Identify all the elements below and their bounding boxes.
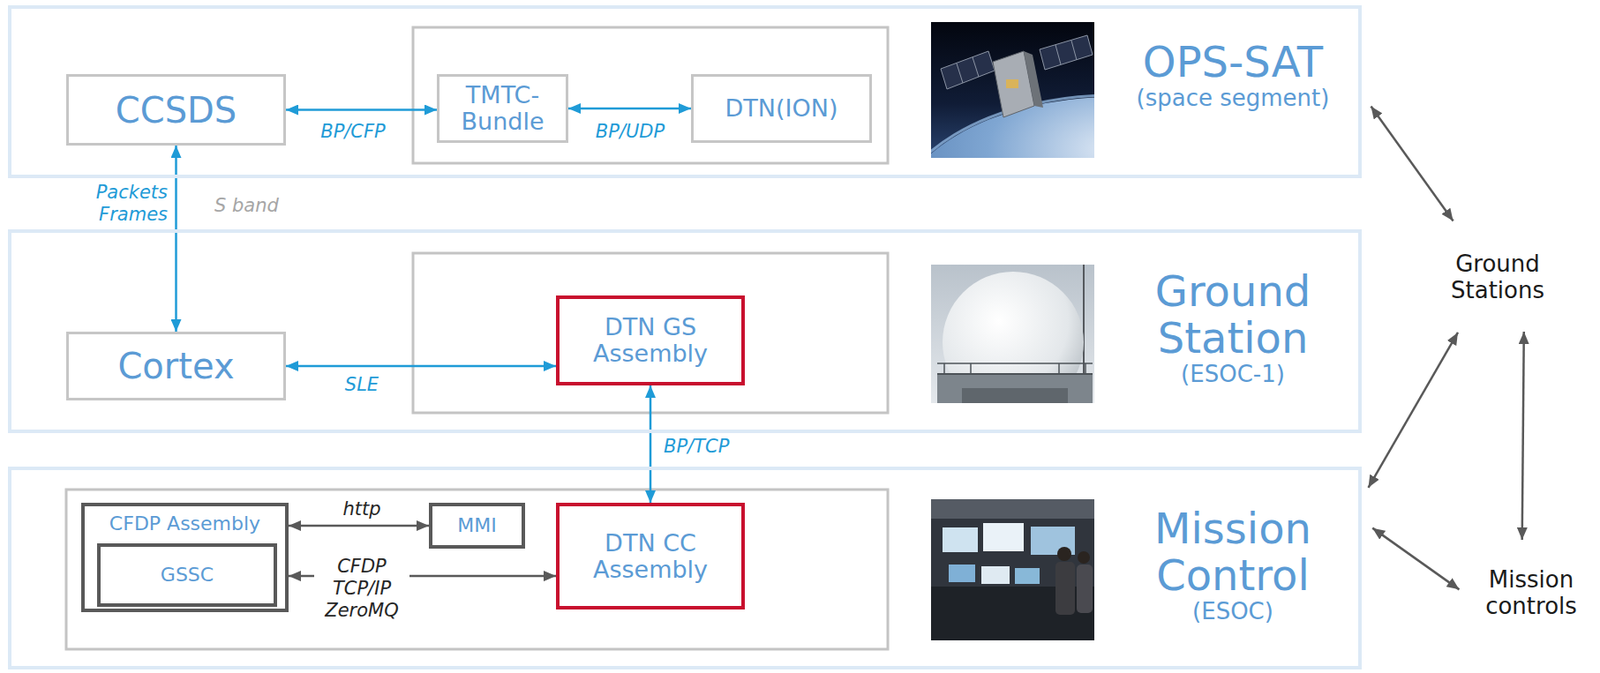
process-box: Cortex: [66, 331, 286, 401]
connector-label: BP/CFP: [320, 120, 386, 143]
link-note: S band: [214, 195, 279, 218]
connector-arrow: [288, 525, 429, 528]
box-label: CFDP Assembly: [109, 513, 261, 535]
connector-label: http: [342, 498, 381, 521]
connector-label: CFDP TCP/IP ZeroMQ: [314, 554, 410, 625]
box-label: Ground Stations: [1440, 251, 1555, 305]
box-label: MMI: [457, 515, 496, 537]
text-group: Mission Control(ESOC): [1109, 505, 1357, 624]
group-frame: [66, 489, 888, 650]
connector-label: Packets Frames: [79, 181, 168, 226]
box-label: GSSC: [160, 564, 214, 586]
text-group: CFDP Assembly: [109, 513, 261, 535]
swimlane-band: OPS-SAT(space segment) CCSDS TMTC- Bundle D…: [7, 5, 1362, 179]
assembly-box: CFDP AssemblyGSSC: [81, 503, 289, 613]
assembly-box: DTN GS Assembly: [555, 295, 745, 386]
box-label: Cortex: [117, 346, 234, 386]
text-group: CCSDS: [115, 90, 237, 130]
band-title: OPS-SAT: [1126, 38, 1339, 86]
connector-arrow: [1367, 332, 1458, 489]
process-box: GSSC: [97, 543, 278, 608]
band-title: Mission Control: [1126, 505, 1339, 600]
satellite-photo: [931, 22, 1095, 158]
text-group: DTN(ION): [725, 95, 839, 122]
connector-label: BP/TCP: [663, 435, 729, 459]
text-group: TMTC- Bundle: [454, 82, 552, 135]
swimlane-band: Mission Control(ESOC) CFDP AssemblyGSSC MM…: [7, 466, 1362, 670]
connector-arrow: [285, 108, 437, 112]
connector-arrow: [649, 385, 653, 504]
connector-arrow: [568, 107, 692, 111]
band-title: Ground Station: [1126, 268, 1339, 362]
group-frame: [413, 27, 888, 164]
connector-arrow: [1522, 331, 1525, 541]
band-subtitle: (ESOC): [1109, 599, 1357, 625]
text-group: Cortex: [117, 346, 234, 386]
process-box: TMTC- Bundle: [436, 74, 569, 143]
connector-label: SLE: [345, 374, 379, 397]
connector-arrow: [174, 145, 178, 332]
connector-label: BP/UDP: [595, 120, 665, 143]
swimlane-band: Ground Station(ESOC-1) Cortex DTN GS Assem…: [7, 229, 1362, 434]
box-label: DTN(ION): [725, 95, 839, 122]
box-label: DTN CC Assembly: [584, 530, 717, 583]
text-group: MMI: [457, 515, 496, 537]
process-box: DTN(ION): [691, 74, 872, 143]
band-subtitle: (space segment): [1109, 85, 1357, 112]
text-group: DTN CC Assembly: [584, 530, 717, 583]
control-room-photo: [931, 499, 1095, 641]
connector-arrow: [285, 365, 556, 369]
process-box: CCSDS: [66, 74, 286, 146]
process-box: MMI: [428, 503, 526, 549]
connector-arrow: [1370, 106, 1453, 222]
connector-arrow: [1372, 528, 1459, 591]
text-group: Ground Station(ESOC-1): [1109, 268, 1357, 387]
ground-station-photo: [931, 264, 1095, 404]
assembly-box: DTN CC Assembly: [555, 503, 745, 610]
text-group: GSSC: [160, 564, 214, 586]
text-group: DTN GS Assembly: [584, 314, 717, 367]
text-group: Ground Stations: [1440, 251, 1555, 305]
box-label: DTN GS Assembly: [584, 314, 717, 367]
text-group: OPS-SAT(space segment): [1109, 38, 1357, 111]
box-label: CCSDS: [115, 90, 237, 130]
band-subtitle: (ESOC-1): [1109, 361, 1357, 388]
text-group: Mission controls: [1473, 567, 1589, 621]
actor-label: Mission controls: [1464, 562, 1598, 626]
actor-label: Ground Stations: [1431, 246, 1564, 310]
box-label: Mission controls: [1473, 567, 1589, 621]
box-label: TMTC- Bundle: [454, 82, 552, 135]
